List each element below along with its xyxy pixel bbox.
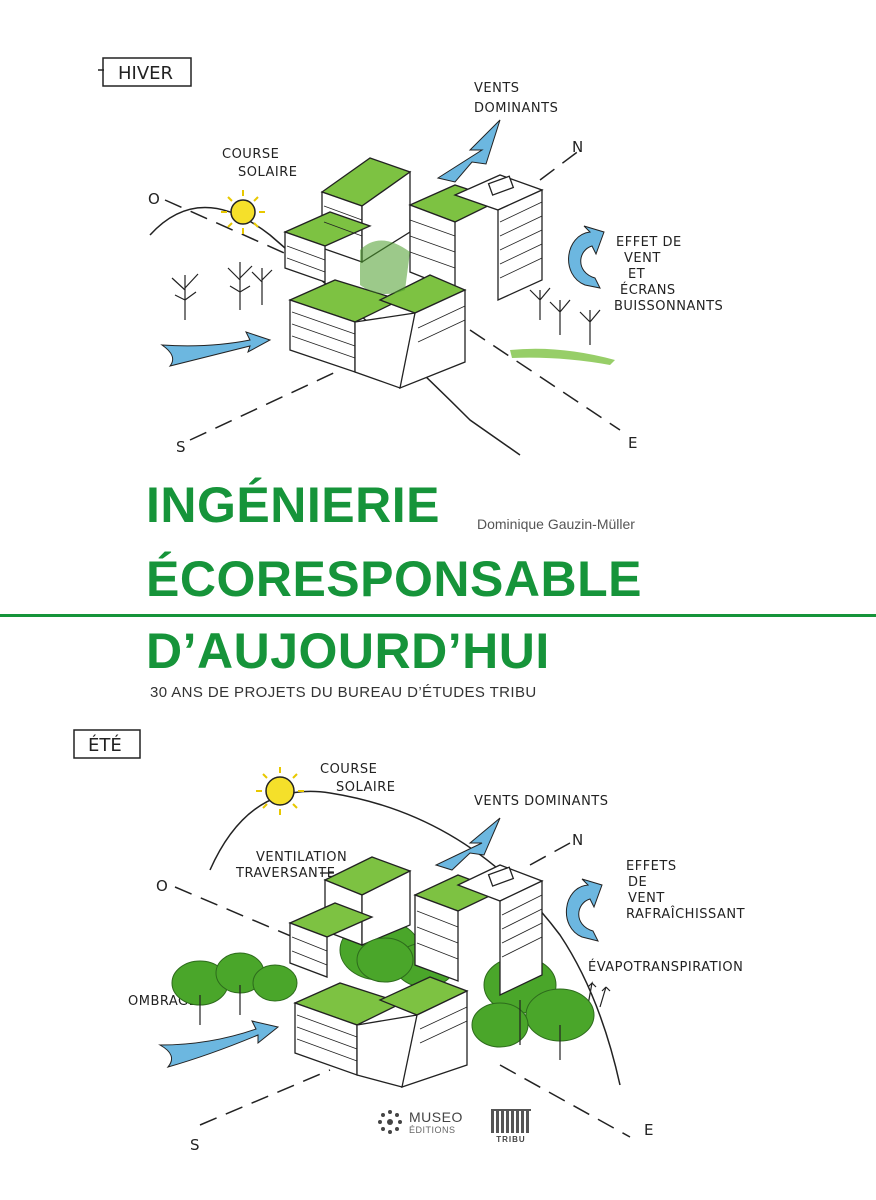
winter-effect-label-1: EFFET DE <box>616 235 682 250</box>
summer-ground-wind-arrow-icon <box>158 1020 280 1068</box>
winter-compass-e: E <box>628 434 638 452</box>
summer-sun-icon <box>256 767 304 815</box>
summer-sun-label-2: SOLAIRE <box>336 780 396 795</box>
museo-logo: MUSEO ÉDITIONS <box>375 1107 463 1137</box>
tribu-mark-icon <box>491 1109 531 1133</box>
summer-wind-arrow-icon <box>434 817 501 871</box>
summer-effect-label-3: VENT <box>628 891 665 906</box>
author-name: Dominique Gauzin-Müller <box>477 516 635 532</box>
winter-wind-label-1: VENTS <box>474 81 520 96</box>
summer-wind-label: VENTS DOMINANTS <box>474 794 609 809</box>
winter-sun-label-2: SOLAIRE <box>238 165 298 180</box>
winter-sun-icon <box>221 190 265 234</box>
winter-effect-label-2: VENT <box>624 251 661 266</box>
summer-curved-arrow-icon <box>566 878 603 942</box>
winter-curved-arrow-icon <box>568 225 605 289</box>
title-rule <box>0 614 876 617</box>
winter-wind-arrow-icon <box>436 119 501 183</box>
winter-effect-label-4: ÉCRANS <box>620 282 676 298</box>
summer-compass-o: O <box>156 877 169 895</box>
winter-compass-s: S <box>176 438 187 456</box>
tribu-logo: TRIBU <box>491 1109 531 1144</box>
subtitle: 30 ANS DE PROJETS DU BUREAU D’ÉTUDES TRI… <box>150 684 537 701</box>
winter-effect-label-3: ET <box>628 267 645 282</box>
museo-sub: ÉDITIONS <box>409 1124 456 1135</box>
winter-ground-wind-arrow-icon <box>160 331 272 367</box>
summer-effect-label-4: RAFRAÎCHISSANT <box>626 906 745 922</box>
title-line-1: INGÉNIERIE <box>146 477 440 533</box>
summer-sketch: ÉTÉ O N S E COURSE SOLAIRE VENTS DOMINAN… <box>73 729 745 1154</box>
summer-compass-s: S <box>190 1136 201 1154</box>
summer-ventilation-label-2: TRAVERSANTE <box>235 866 335 881</box>
winter-trees <box>171 262 601 345</box>
museo-name: MUSEO <box>409 1108 463 1125</box>
winter-compass-o: O <box>148 190 161 208</box>
museo-star-icon <box>378 1110 402 1134</box>
summer-season-card: ÉTÉ <box>73 729 141 759</box>
title-line-3: D’AUJOURD’HUI <box>146 623 550 679</box>
winter-effect-label-5: BUISSONNANTS <box>614 299 723 314</box>
winter-season-card: HIVER <box>98 57 192 87</box>
title-line-2: ÉCORESPONSABLE <box>146 551 642 607</box>
winter-season-label: HIVER <box>118 63 173 84</box>
summer-effect-label-1: EFFETS <box>626 859 677 874</box>
winter-compass-n: N <box>572 138 584 156</box>
summer-effect-label-2: DE <box>628 875 647 890</box>
winter-buildings-illustration <box>283 157 544 390</box>
summer-season-label: ÉTÉ <box>88 734 122 756</box>
winter-sun-label-1: COURSE <box>222 147 279 162</box>
winter-sketch: HIVER O N S E COURSE SOLAIRE VENTS DOMIN… <box>98 57 723 456</box>
winter-wind-label-2: DOMINANTS <box>474 101 558 116</box>
summer-evapo-label: ÉVAPOTRANSPIRATION <box>588 959 743 975</box>
summer-compass-n: N <box>572 831 584 849</box>
summer-compass-e: E <box>644 1121 654 1139</box>
tribu-name: TRIBU <box>496 1135 526 1144</box>
summer-buildings-illustration <box>288 856 544 1088</box>
summer-sun-label-1: COURSE <box>320 762 377 777</box>
summer-ventilation-label-1: VENTILATION <box>256 850 347 865</box>
